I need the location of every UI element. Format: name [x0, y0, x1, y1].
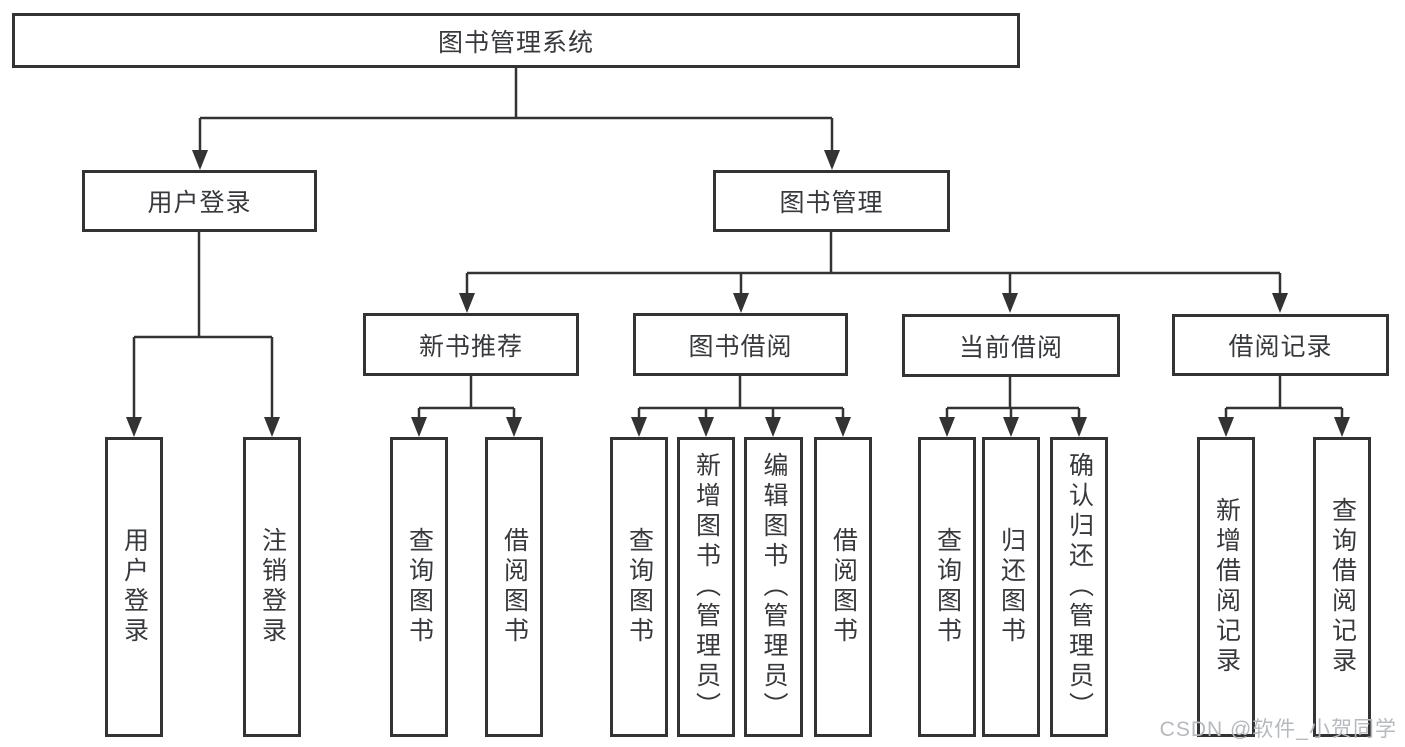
node-label: 查询图书	[625, 527, 654, 647]
leaf-query-books-current: 查询图书	[918, 437, 976, 737]
leaf-add-books-admin: 新增图书（管理员）	[677, 437, 735, 737]
node-label: 借阅图书	[500, 527, 529, 647]
leaf-edit-books-admin: 编辑图书（管理员）	[744, 437, 803, 737]
node-label: 用户登录	[120, 527, 149, 647]
node-book-management: 图书管理	[713, 170, 950, 232]
leaf-borrow-books: 借阅图书	[814, 437, 872, 737]
node-book-borrowing: 图书借阅	[633, 313, 848, 376]
node-current-borrowing: 当前借阅	[902, 314, 1120, 377]
node-label: 当前借阅	[958, 333, 1063, 362]
arrow-down-icon	[1272, 293, 1288, 313]
arrow-down-icon	[733, 293, 749, 313]
leaf-user-login: 用户登录	[105, 437, 163, 737]
connector-borrow-records-to-leaves	[1224, 376, 1344, 420]
arrow-down-icon	[1334, 417, 1350, 437]
leaf-confirm-return-admin: 确认归还（管理员）	[1050, 437, 1108, 737]
leaf-return-books: 归还图书	[982, 437, 1040, 737]
leaf-query-books-borrow: 查询图书	[610, 437, 668, 737]
arrow-down-icon	[824, 150, 840, 170]
watermark: CSDN @软件_小贺同学	[1159, 718, 1397, 741]
node-label: 查询图书	[405, 527, 434, 647]
node-label: 新书推荐	[418, 332, 523, 361]
connector-paths	[132, 68, 1344, 420]
connector-book-borrow-to-leaves	[637, 376, 845, 420]
connector-user-login-to-leaves	[132, 232, 274, 420]
arrow-down-icon	[1003, 417, 1019, 437]
arrow-down-icon	[192, 150, 208, 170]
arrow-down-icon	[411, 417, 427, 437]
leaf-logout: 注销登录	[243, 437, 301, 737]
connector-current-borrow-to-leaves	[945, 377, 1081, 420]
node-label: 新增图书（管理员）	[692, 452, 721, 722]
node-label: 借阅图书	[829, 527, 858, 647]
node-label: 编辑图书（管理员）	[760, 452, 788, 722]
arrow-down-icon	[631, 417, 647, 437]
arrow-down-icon	[264, 417, 280, 437]
arrow-down-icon	[506, 417, 522, 437]
node-label: 用户登录	[147, 189, 252, 217]
arrow-down-icon	[765, 417, 781, 437]
arrow-down-icon	[1071, 417, 1087, 437]
node-label: 归还图书	[997, 527, 1026, 647]
node-borrowing-records: 借阅记录	[1172, 314, 1389, 376]
node-label: 图书借阅	[688, 332, 793, 361]
arrow-down-icon	[835, 417, 851, 437]
node-label: 借阅记录	[1228, 333, 1333, 361]
node-label: 新增借阅记录	[1212, 497, 1241, 677]
arrowheads	[126, 150, 1350, 437]
connector-new-book-to-leaves	[417, 376, 516, 420]
arrow-down-icon	[459, 293, 475, 313]
node-label: 图书管理	[779, 189, 884, 217]
leaf-add-borrow-record: 新增借阅记录	[1197, 437, 1255, 737]
node-label: 注销登录	[258, 527, 287, 647]
leaf-borrow-books-recommend: 借阅图书	[485, 437, 543, 737]
arrow-down-icon	[126, 417, 142, 437]
node-book-management-system: 图书管理系统	[12, 13, 1020, 68]
node-new-book-recommendation: 新书推荐	[363, 313, 579, 376]
arrow-down-icon	[1218, 417, 1234, 437]
node-label: 确认归还（管理员）	[1065, 452, 1094, 722]
node-label: 查询借阅记录	[1328, 497, 1357, 677]
leaf-query-books-recommend: 查询图书	[390, 437, 448, 737]
arrow-down-icon	[698, 417, 714, 437]
node-user-login: 用户登录	[82, 170, 317, 232]
connector-root-to-level2	[198, 68, 834, 153]
connector-book-management-to-level3	[465, 232, 1282, 296]
node-label: 图书管理系统	[437, 28, 594, 57]
arrow-down-icon	[1002, 293, 1018, 313]
arrow-down-icon	[939, 417, 955, 437]
node-label: 查询图书	[933, 527, 962, 647]
leaf-query-borrow-record: 查询借阅记录	[1313, 437, 1371, 737]
